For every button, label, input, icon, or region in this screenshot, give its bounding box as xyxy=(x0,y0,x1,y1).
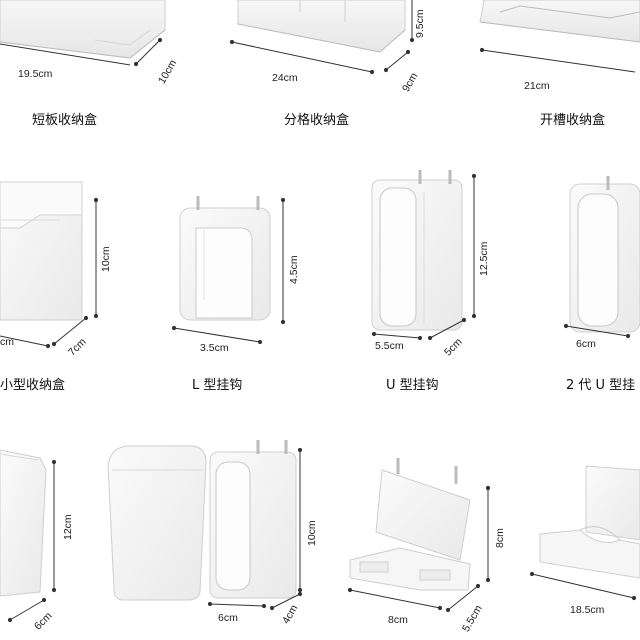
stand-image xyxy=(349,458,471,591)
dim-line xyxy=(347,587,443,611)
dim-label: 9.5cm xyxy=(414,9,426,38)
product-name-divided-box: 分格收纳盒 xyxy=(284,113,350,128)
dim-line xyxy=(171,325,263,345)
product-name-l-hook: L 型挂钩 xyxy=(192,378,243,393)
slotted-box-image xyxy=(479,0,640,43)
slot-stand-image xyxy=(539,465,640,579)
product-name-u-hook: U 型挂钩 xyxy=(386,378,439,393)
product-name-small-box: 小型收纳盒 xyxy=(0,378,66,393)
dim-line xyxy=(0,335,51,349)
dim-line xyxy=(7,597,47,623)
dim-label: 8cm xyxy=(494,528,506,548)
divided-box-image xyxy=(237,0,406,53)
small-box-image xyxy=(0,181,83,321)
dim-label: 4.5cm xyxy=(288,255,300,284)
dim-label: 10cm xyxy=(100,246,112,272)
dim-label: 19.5cm xyxy=(18,68,53,80)
dim-line xyxy=(563,323,631,339)
dim-line xyxy=(207,601,267,609)
product-name-short-board-box: 短板收纳盒 xyxy=(32,113,98,128)
dim-line xyxy=(0,43,131,66)
dim-line xyxy=(371,331,423,341)
dim-line xyxy=(529,571,637,601)
dim-line xyxy=(229,39,375,75)
dim-label: 3.5cm xyxy=(200,342,229,354)
dim-label: 12.5cm xyxy=(478,241,490,276)
dim-line xyxy=(427,317,467,341)
dim-label: 12cm xyxy=(62,514,74,540)
product-name-u-hook-2: 2 代 U 型挂 xyxy=(566,378,636,393)
cup-small-image xyxy=(0,449,47,597)
dim-line xyxy=(133,37,163,67)
product-name-slotted-box: 开槽收纳盒 xyxy=(540,113,606,128)
dim-label: 18.5cm xyxy=(570,604,605,616)
dim-label: cm xyxy=(0,336,14,348)
cup-with-holder-image xyxy=(107,440,297,601)
l-hook-image xyxy=(179,196,271,321)
dim-line xyxy=(383,49,411,73)
dim-line xyxy=(445,583,481,613)
dim-line xyxy=(269,591,303,611)
dim-label: 21cm xyxy=(524,80,550,92)
dim-label: 5.5cm xyxy=(375,340,404,352)
dim-label: 24cm xyxy=(272,72,298,84)
dim-label: 6cm xyxy=(218,612,238,624)
dim-line xyxy=(479,47,636,73)
dim-label: 10cm xyxy=(306,520,318,546)
dim-label: 8cm xyxy=(388,614,408,626)
short-board-box-image xyxy=(0,0,166,59)
u-hook-image xyxy=(371,170,463,331)
dim-label: 6cm xyxy=(576,338,596,350)
dim-line xyxy=(51,315,89,347)
u-hook-2-image xyxy=(569,176,640,333)
